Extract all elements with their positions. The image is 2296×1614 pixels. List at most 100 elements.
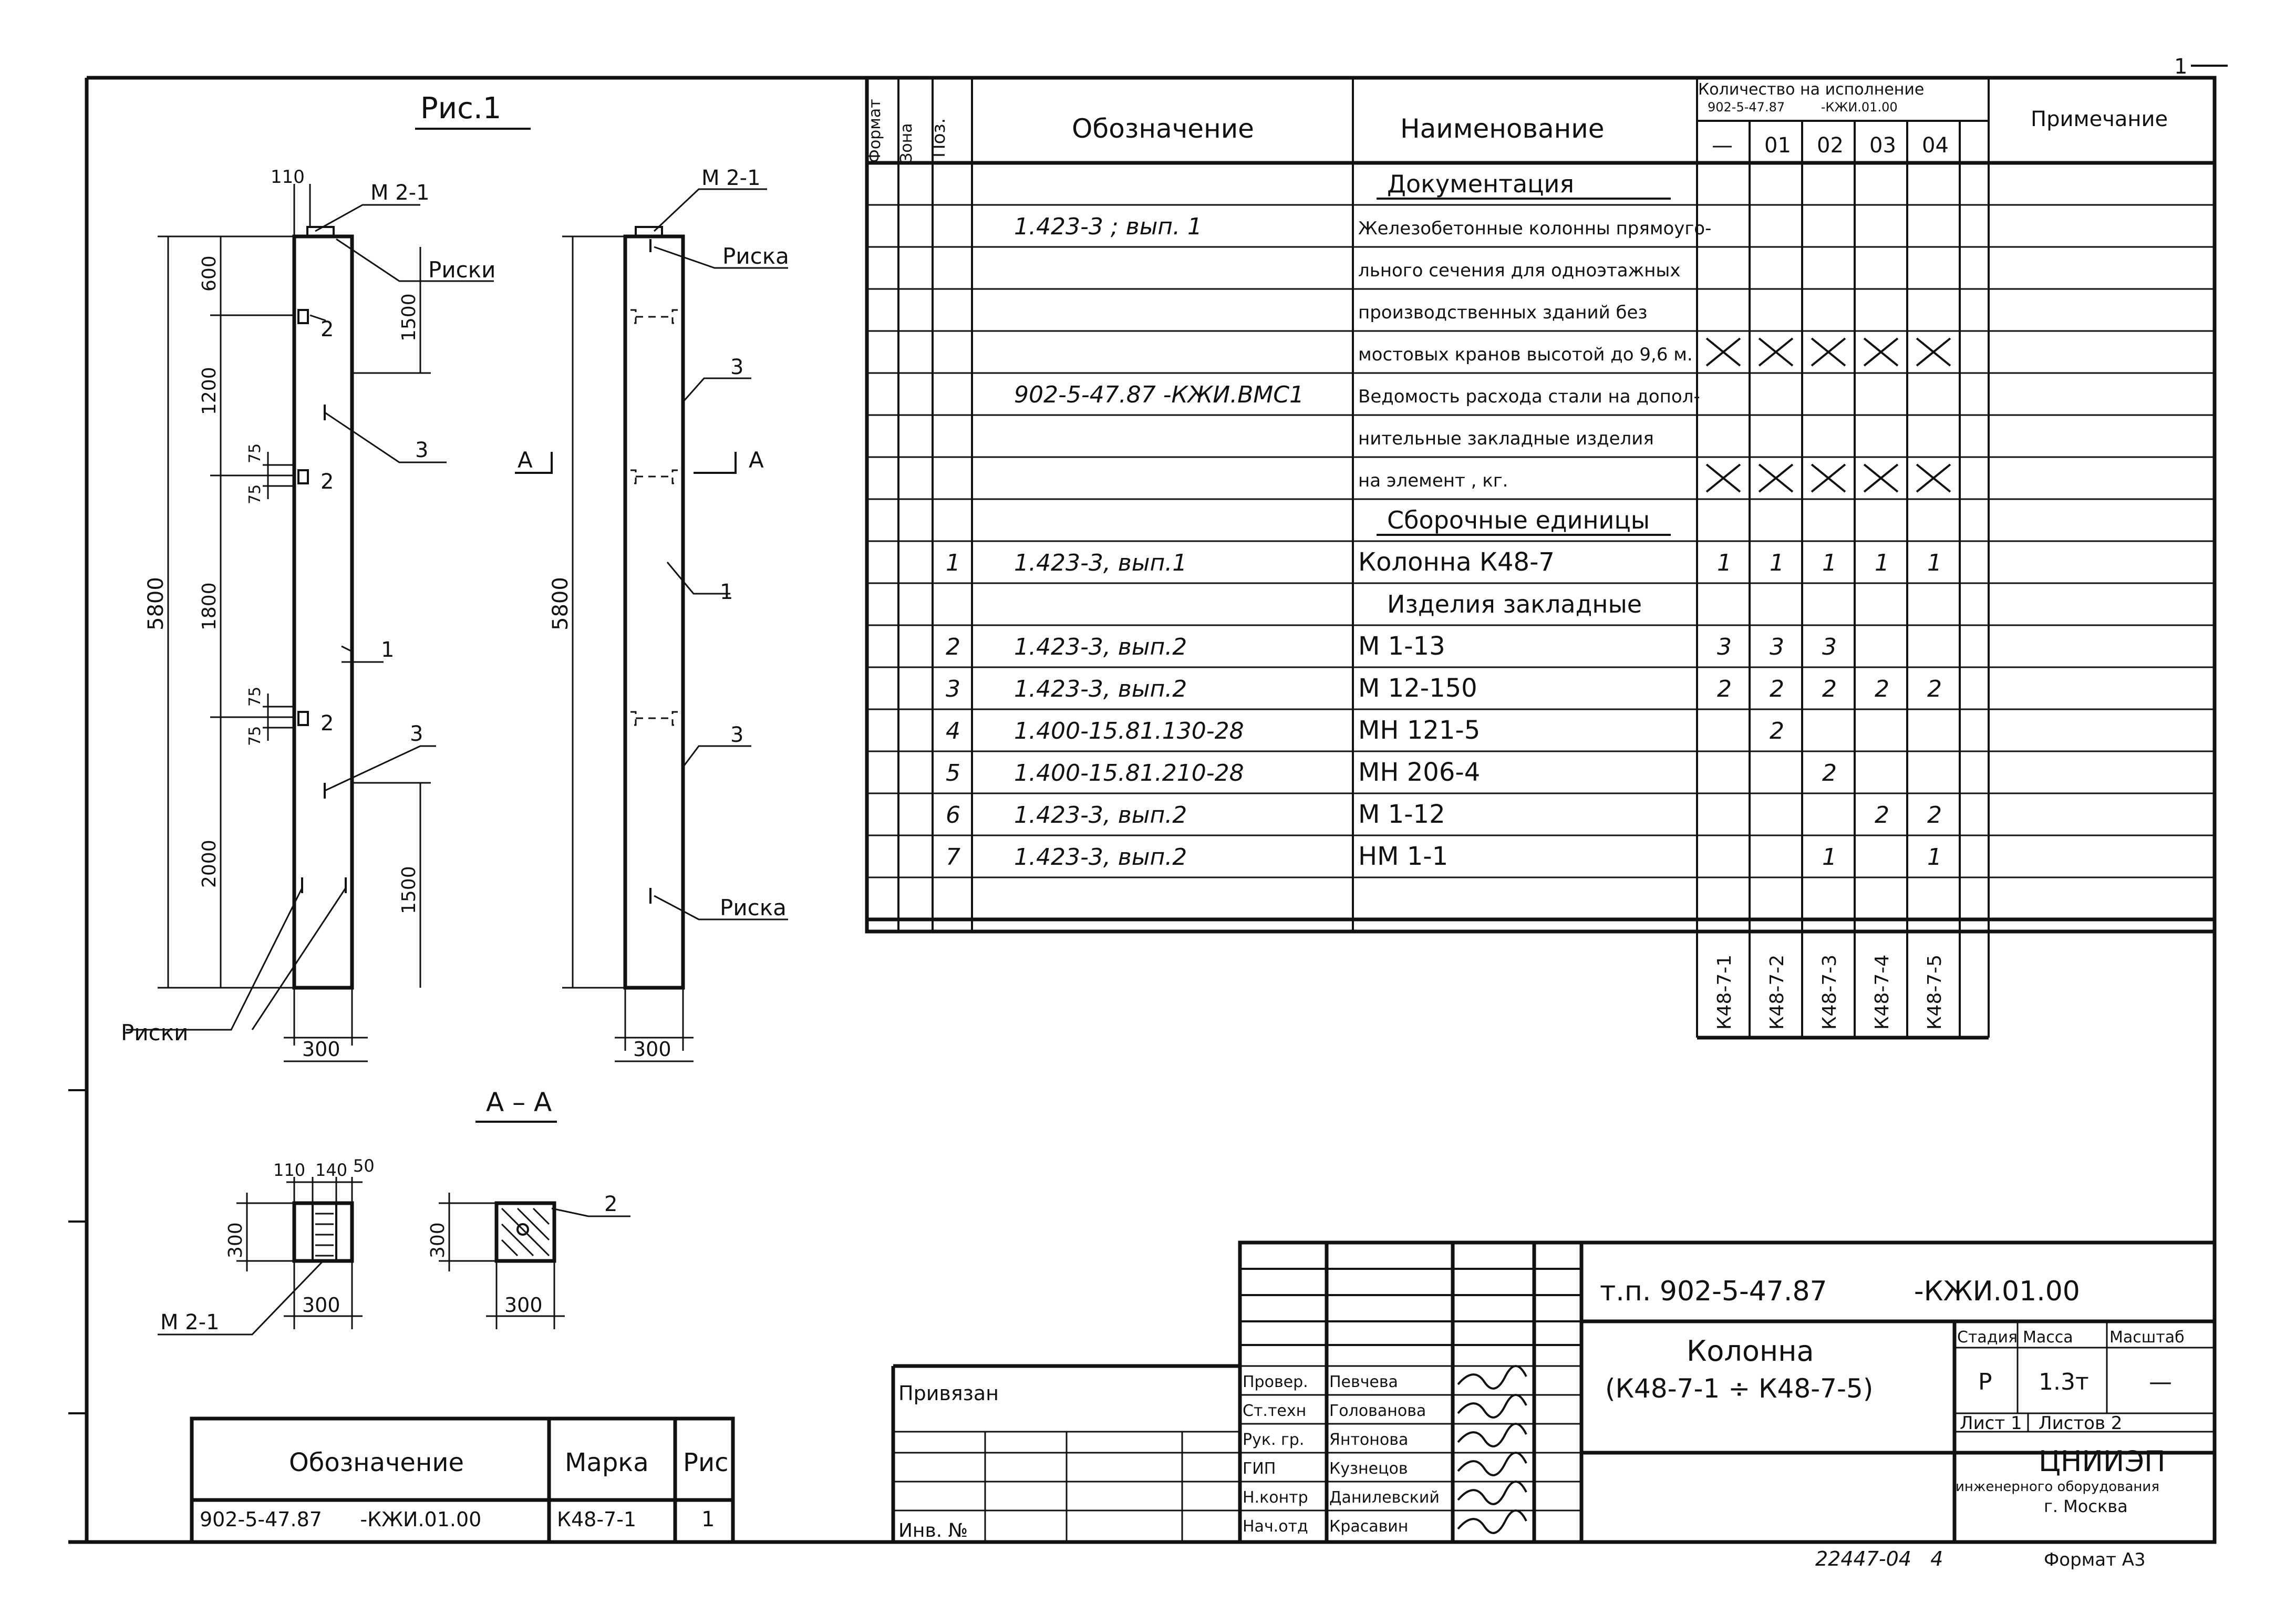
row-oboz: 1.400-15.81.130-28 — [1014, 718, 1244, 744]
section-mark-right: А — [749, 447, 764, 473]
row-naim: Железобетонные колонны прямоуго- — [1358, 218, 1711, 239]
label-riska-top: Риска — [722, 243, 789, 269]
signature-row: Рук. гр.Янтонова — [1243, 1423, 1527, 1449]
label-pos1-left: 1 — [381, 638, 394, 662]
small-table: Обозначение Марка Рис. 902-5-47.87 -КЖИ.… — [190, 1416, 737, 1544]
dim-1200: 1200 — [199, 367, 220, 415]
dim-300-left: 300 — [302, 1038, 340, 1061]
tb-name2: (К48-7-1 ÷ К48-7-5) — [1605, 1373, 1873, 1404]
sec-dim-300-b: 300 — [302, 1294, 340, 1317]
handwritten-signature — [1457, 1509, 1527, 1534]
handwritten-signature — [1457, 1452, 1527, 1476]
row-qty: 2 — [1875, 802, 1889, 829]
signature-name: Янтонова — [1329, 1431, 1408, 1449]
tb-org3: г. Москва — [2044, 1496, 2128, 1516]
dim-300-right: 300 — [633, 1038, 671, 1061]
row-section-title: Изделия закладные — [1387, 590, 1642, 618]
dim-1500-top: 1500 — [398, 293, 420, 342]
dim-1800: 1800 — [199, 582, 220, 630]
row-naim: НМ 1-1 — [1358, 842, 1448, 871]
row-oboz: 1.423-3, вып.2 — [1014, 802, 1187, 829]
label-pos3-b: 3 — [410, 722, 423, 746]
label-pos3-right-a: 3 — [730, 355, 743, 379]
row-naim: Колонна К48-7 — [1358, 547, 1555, 577]
row-qty: 1 — [1717, 550, 1732, 576]
tb-name1: Колонна — [1687, 1334, 1814, 1368]
label-pos3-a: 3 — [415, 438, 428, 462]
tb-org1: ЦНИИЭП — [2039, 1445, 2166, 1478]
qty-cross — [1811, 463, 1846, 493]
label-pos2-b: 2 — [320, 470, 334, 494]
row-section-title: Документация — [1387, 170, 1574, 198]
label-pos3-right-b: 3 — [730, 723, 743, 747]
table-row: мостовых кранов высотой до 9,6 м. — [1358, 337, 1951, 367]
dim-600: 600 — [199, 255, 220, 292]
row-naim: на элемент , кг. — [1358, 470, 1508, 491]
row-poz: 5 — [946, 760, 960, 787]
hdr-col-3: 03 — [1869, 133, 1896, 158]
row-naim: М 12-150 — [1358, 674, 1477, 703]
row-naim: льного сечения для одноэтажных — [1358, 260, 1680, 281]
row-qty: 2 — [1822, 676, 1837, 702]
table-row: Сборочные единицы — [1377, 506, 1671, 536]
row-oboz: 1.400-15.81.210-28 — [1014, 760, 1244, 787]
qty-cross — [1811, 337, 1846, 367]
hdr-qty: Количество на исполнение — [1698, 80, 1924, 99]
table-row: производственных зданий без — [1358, 302, 1647, 323]
small-table-header-ris: Рис. — [683, 1448, 737, 1477]
sec-dim-300-c: 300 — [427, 1222, 449, 1258]
handwritten-signature — [1457, 1481, 1527, 1505]
row-qty: 1 — [1822, 844, 1837, 871]
hdr-qty-sub: 902-5-47.87 -КЖИ.01.00 — [1708, 100, 1898, 115]
column-elevation-left: 110 600 1200 75 75 1800 75 75 2000 5800 … — [121, 167, 495, 1062]
hdr-col-1: 01 — [1764, 133, 1791, 158]
tb-stage-h: Стадия — [1957, 1328, 2018, 1347]
sec-dim-110: 110 — [273, 1160, 305, 1180]
variant-label: К48-7-5 — [1924, 955, 1946, 1030]
row-oboz: 1.423-3, вып.2 — [1014, 844, 1187, 871]
tb-bottom-num: 22447-04 4 — [1815, 1547, 1943, 1570]
row-qty: 1 — [1822, 550, 1837, 576]
small-table-cell-ris: 1 — [701, 1507, 715, 1532]
small-table-header-marka: Марка — [565, 1448, 649, 1477]
qty-cross — [1758, 337, 1794, 367]
signature-name: Красавин — [1329, 1517, 1408, 1536]
hdr-naim: Наименование — [1400, 113, 1605, 144]
row-oboz: 1.423-3, вып.1 — [1014, 550, 1187, 576]
dim-110: 110 — [271, 167, 305, 188]
privyazan-label: Привязан — [898, 1382, 999, 1405]
variant-label: К48-7-4 — [1871, 955, 1893, 1030]
qty-cross — [1705, 463, 1741, 493]
table-row: льного сечения для одноэтажных — [1358, 260, 1680, 281]
row-poz: 1 — [946, 550, 960, 576]
row-naim: МН 206-4 — [1358, 758, 1480, 787]
section-title: А – А — [486, 1087, 552, 1118]
signature-role: Ст.техн — [1243, 1402, 1306, 1420]
dim-75-a: 75 — [246, 443, 264, 463]
signature-role: ГИП — [1243, 1460, 1276, 1478]
row-qty: 3 — [1717, 634, 1732, 660]
label-riska-bottom: Риска — [720, 895, 787, 920]
top-mark: 1 — [2174, 55, 2187, 79]
dim-2000: 2000 — [199, 840, 220, 888]
qty-cross — [1916, 337, 1951, 367]
row-qty: 2 — [1717, 676, 1732, 702]
small-table-cell-oboz: 902-5-47.87 -КЖИ.01.00 — [200, 1508, 481, 1531]
row-oboz: 902-5-47.87 -КЖИ.ВМС1 — [1014, 381, 1304, 408]
label-m2-1-left: М 2-1 — [370, 181, 430, 205]
dim-75-b: 75 — [246, 484, 264, 504]
signature-role: Н.контр — [1243, 1488, 1308, 1507]
dim-5800-left: 5800 — [144, 577, 168, 630]
label-pos1-right: 1 — [720, 580, 733, 604]
table-row: Изделия закладные — [1387, 590, 1642, 618]
row-qty: 2 — [1770, 718, 1784, 744]
table-row: на элемент , кг. — [1358, 463, 1951, 493]
